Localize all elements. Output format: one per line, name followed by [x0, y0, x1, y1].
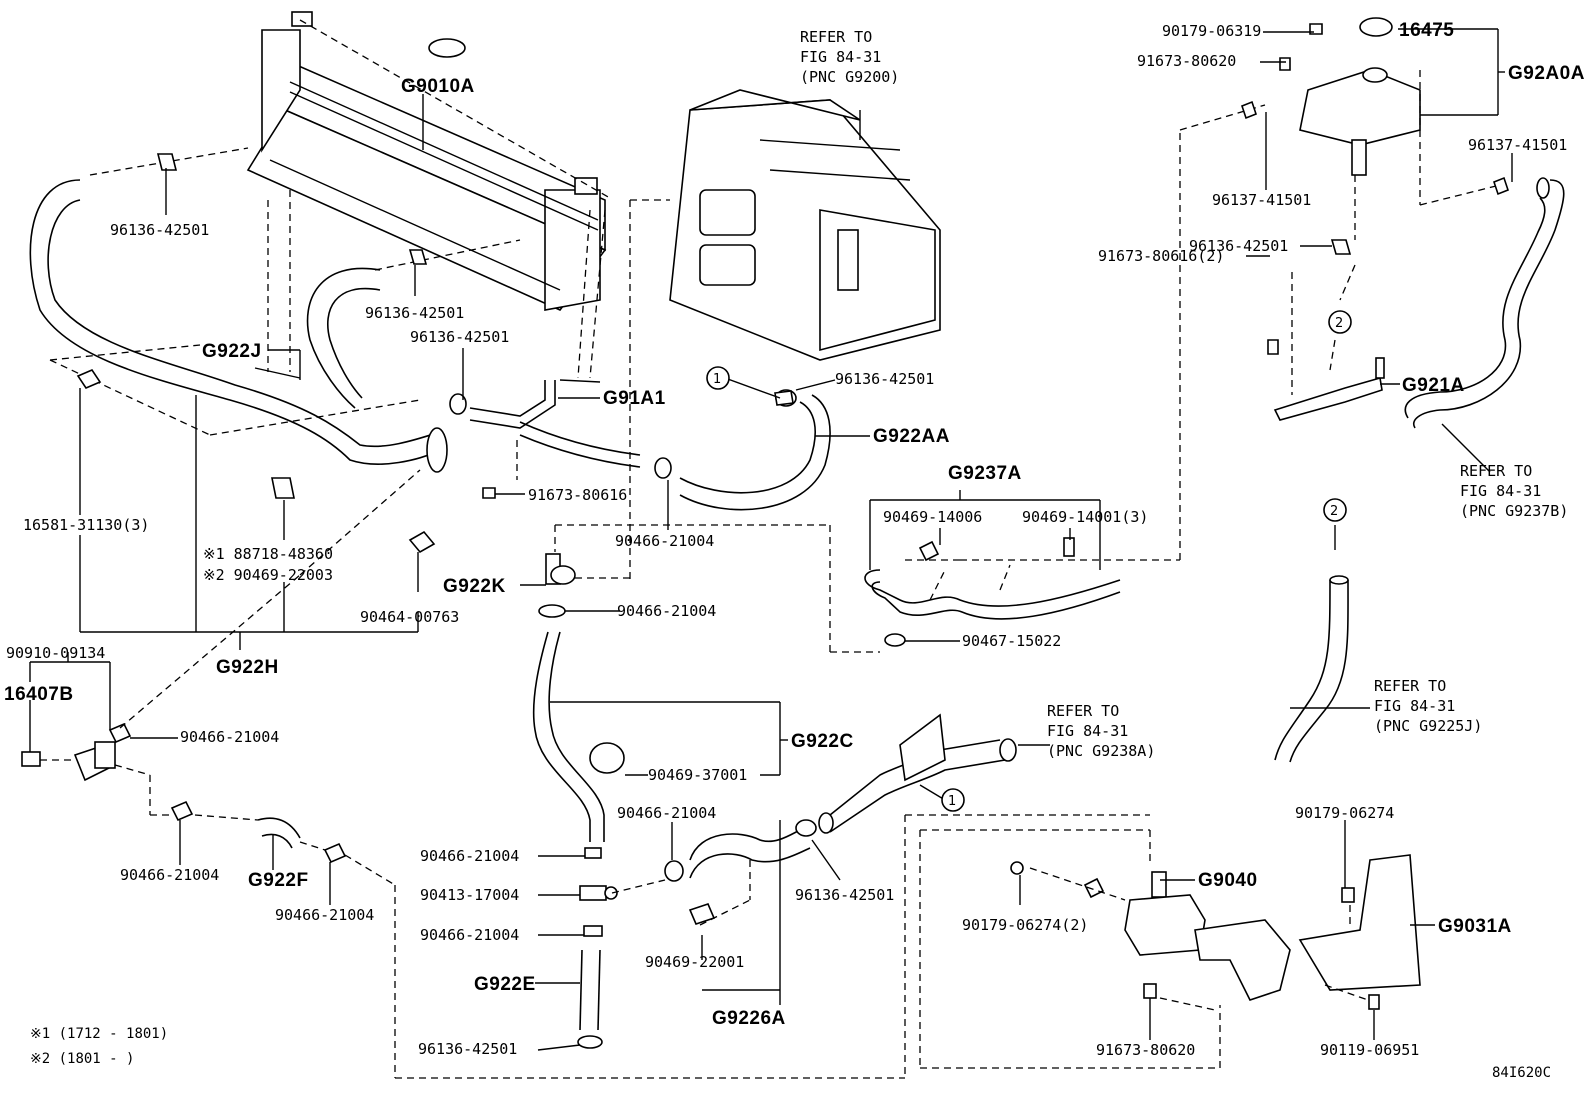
valve-16407b-drawing: [21, 23, 1509, 1079]
diagram-id: 84I620C: [1492, 1065, 1551, 1081]
label-90466-21004: 90466-21004: [615, 532, 714, 550]
callout-circle-2: [1323, 498, 1347, 522]
hose-g9225j-drawing: [1274, 575, 1349, 763]
ref-label-g9200-line2: FIG 84-31: [800, 48, 881, 66]
ref-label-g9225j-line3: (PNC G9225J): [1374, 717, 1482, 735]
label-g9010a: G9010A: [401, 76, 475, 97]
hose-g922aa-drawing: [654, 389, 831, 511]
label-g9226a: G9226A: [712, 1008, 786, 1029]
bracket-g921a-drawing: [1273, 272, 1385, 421]
label-16581-31130: 16581-31130(3): [23, 516, 149, 534]
hose-g922j-drawing: [29, 147, 521, 473]
callout-number: 1: [948, 794, 956, 809]
label-g9237a: G9237A: [948, 463, 1022, 484]
pipe-g91a1-drawing: [449, 380, 641, 480]
label-96136-42501: 96136-42501: [835, 370, 934, 388]
label-90179-06319: 90179-06319: [1162, 22, 1261, 40]
label-96136-42501: 96136-42501: [365, 304, 464, 322]
label-90464-00763: 90464-00763: [360, 608, 459, 626]
reservoir-drawing: [1299, 17, 1501, 371]
label-g9031a: G9031A: [1438, 916, 1512, 937]
label-91673-80620: 91673-80620: [1137, 52, 1236, 70]
label-90466-21004: 90466-21004: [617, 602, 716, 620]
ref-label-g9200-line1: REFER TO: [800, 28, 872, 46]
label-90910-09134: 90910-09134: [6, 644, 105, 662]
callout-number: 2: [1335, 316, 1343, 331]
label-90466-21004: 90466-21004: [180, 728, 279, 746]
label-90179-06274: 90179-06274: [1295, 804, 1394, 822]
label-96137-41501: 96137-41501: [1468, 136, 1567, 154]
inverter-drawing: [629, 89, 941, 580]
callout-circle-1: [706, 366, 730, 390]
label-g922aa: G922AA: [873, 426, 950, 447]
label-g9040: G9040: [1198, 870, 1258, 891]
label-16407b: 16407B: [4, 684, 74, 705]
label-90413-17004: 90413-17004: [420, 886, 519, 904]
ref-label-g9238a-line2: FIG 84-31: [1047, 722, 1128, 740]
label-90466-21004: 90466-21004: [275, 906, 374, 924]
label-90467-15022: 90467-15022: [962, 632, 1061, 650]
label-96136-42501: 96136-42501: [410, 328, 509, 346]
label-96137-41501: 96137-41501: [1212, 191, 1311, 209]
label-g922k: G922K: [443, 576, 506, 597]
label-96136-42501: 96136-42501: [795, 886, 894, 904]
label-g91a1: G91A1: [603, 388, 666, 409]
ref-label-g9237b-line2: FIG 84-31: [1460, 482, 1541, 500]
label-90179-06274-2: 90179-06274(2): [962, 916, 1088, 934]
callout-number: 1: [713, 372, 721, 387]
pipe-g9238a-drawing: [818, 713, 1017, 834]
label-91673-80616-2: 91673-80616(2): [1098, 247, 1224, 265]
callout-number: 2: [1330, 504, 1338, 519]
label-g922j: G922J: [202, 341, 262, 362]
label-g92a0a: G92A0A: [1508, 63, 1585, 84]
label-90469-37001: 90469-37001: [648, 766, 747, 784]
radiator-drawing: [246, 11, 611, 383]
label-16475: 16475: [1399, 20, 1454, 41]
label-91673-80620: 91673-80620: [1096, 1041, 1195, 1059]
hose-g9226a-drawing: [611, 819, 817, 926]
ref-label-g9225j-line2: FIG 84-31: [1374, 697, 1455, 715]
pump-g9040-drawing: [904, 814, 1421, 1078]
label-g922e: G922E: [474, 974, 536, 995]
callout-circle-1: [941, 788, 965, 812]
ref-label-g9237b-line3: (PNC G9237B): [1460, 502, 1568, 520]
label-90469-22001: 90469-22001: [645, 953, 744, 971]
label-90466-21004: 90466-21004: [617, 804, 716, 822]
ref-label-g9237b-line1: REFER TO: [1460, 462, 1532, 480]
label-90466-21004: 90466-21004: [420, 926, 519, 944]
ref-label-g9238a-line1: REFER TO: [1047, 702, 1119, 720]
hose-g9237b-drawing: [1404, 177, 1565, 429]
label-g922c: G922C: [791, 731, 854, 752]
label-90469-22003: ※2 90469-22003: [203, 566, 333, 584]
label-96136-42501: 96136-42501: [418, 1040, 517, 1058]
label-g921a: G921A: [1402, 375, 1465, 396]
ref-label-g9225j-line1: REFER TO: [1374, 677, 1446, 695]
label-96136-42501: 96136-42501: [110, 221, 209, 239]
leader-lines: [29, 28, 1513, 1051]
part-labels: REFER TO FIG 84-31 (PNC G9200) G9010A 96…: [4, 20, 1585, 1081]
label-g922h: G922H: [216, 657, 279, 678]
label-g922f: G922F: [248, 870, 309, 891]
label-90466-21004: 90466-21004: [120, 866, 219, 884]
label-90469-14001: 90469-14001(3): [1022, 508, 1148, 526]
label-90469-14006: 90469-14006: [883, 508, 982, 526]
label-88718-48360: ※1 88718-48360: [203, 545, 333, 563]
label-96136-42501: 96136-42501: [1189, 237, 1288, 255]
callout-circle-2: [1328, 310, 1352, 334]
footnote-2: ※2 (1801 - ): [30, 1051, 134, 1067]
footnote-1: ※1 (1712 - 1801): [30, 1026, 168, 1042]
ref-label-g9238a-line3: (PNC G9238A): [1047, 742, 1155, 760]
label-91673-80616: 91673-80616: [528, 486, 627, 504]
label-90119-06951: 90119-06951: [1320, 1041, 1419, 1059]
hose-g922c-drawing: [532, 524, 880, 1049]
label-90466-21004: 90466-21004: [420, 847, 519, 865]
ref-label-g9200-line3: (PNC G9200): [800, 68, 899, 86]
